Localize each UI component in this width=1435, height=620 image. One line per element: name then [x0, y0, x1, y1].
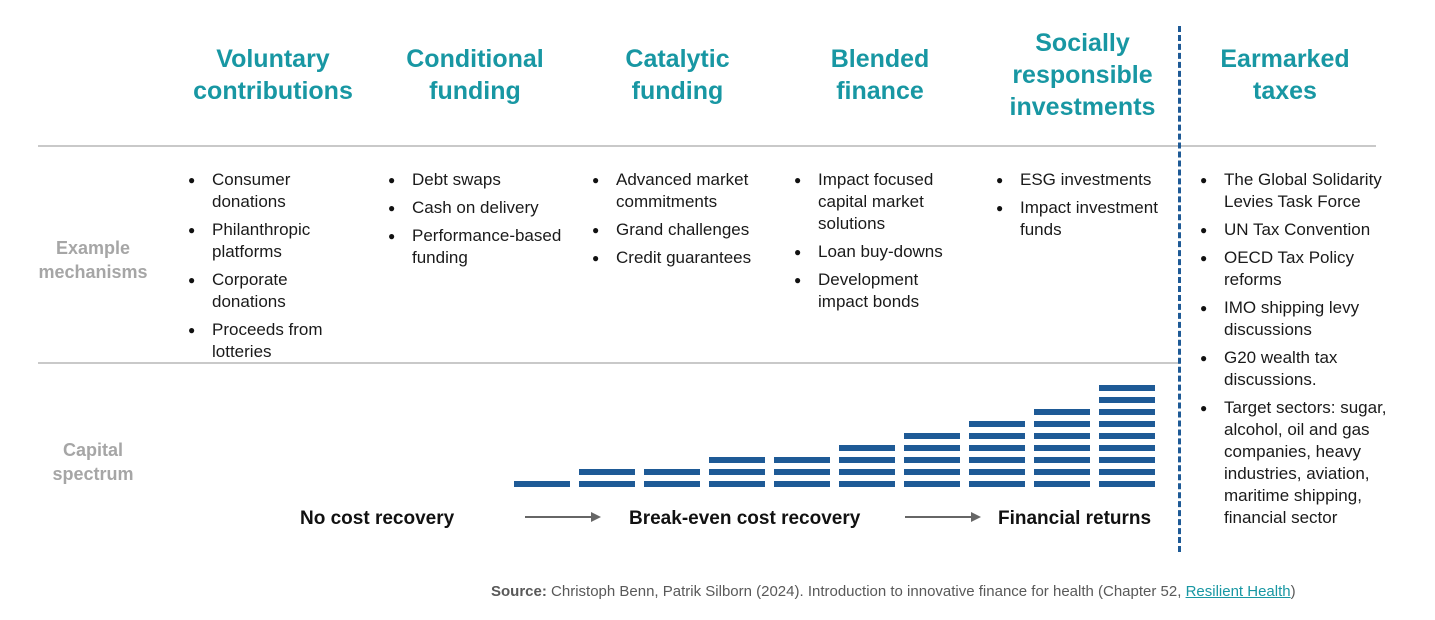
- bar-segment: [1034, 433, 1090, 439]
- column-header-earmarked: Earmarked taxes: [1220, 45, 1350, 105]
- bar-segment: [709, 481, 765, 487]
- bar-segment: [839, 457, 895, 463]
- source-text: Christoph Benn, Patrik Silborn (2024). I…: [551, 583, 1186, 600]
- bar-segment: [969, 457, 1025, 463]
- row-label-capital: Capital spectrum: [52, 440, 134, 484]
- list-item: OECD Tax Policy reforms: [1200, 247, 1405, 291]
- taxes-divider: [1178, 26, 1181, 552]
- row-label-mechanisms: Example mechanisms: [38, 238, 148, 282]
- column-header-conditional: Conditional funding: [406, 45, 544, 105]
- list-item: Consumer donations: [188, 169, 348, 213]
- bar-segment: [1099, 385, 1155, 391]
- source-note: Source: Christoph Benn, Patrik Silborn (…: [491, 583, 1296, 600]
- list-item: Proceeds from lotteries: [188, 319, 348, 363]
- bar-segment: [709, 457, 765, 463]
- list-item: Debt swaps: [388, 169, 563, 191]
- bar-segment: [1099, 397, 1155, 403]
- bar-segment: [969, 469, 1025, 475]
- bar-segment: [1099, 421, 1155, 427]
- bar-segment: [839, 445, 895, 451]
- stage-no-cost-recovery: No cost recovery: [300, 508, 455, 529]
- list-item: Corporate donations: [188, 269, 348, 313]
- list-item: Impact investment funds: [996, 197, 1176, 241]
- arrow-right-icon: [905, 512, 981, 522]
- bar-segment: [1099, 457, 1155, 463]
- bar-segment: [969, 445, 1025, 451]
- list-item: Grand challenges: [592, 219, 777, 241]
- source-close: ): [1290, 583, 1296, 600]
- bar-segment: [904, 469, 960, 475]
- bar-segment: [1034, 457, 1090, 463]
- bar-segment: [1034, 421, 1090, 427]
- bar-segment: [839, 481, 895, 487]
- bar-segment: [1099, 445, 1155, 451]
- bar-segment: [1034, 409, 1090, 415]
- bar-segment: [904, 481, 960, 487]
- column-header-catalytic: Catalytic funding: [625, 45, 730, 105]
- list-item: Target sectors: sugar, alcohol, oil and …: [1200, 397, 1405, 529]
- bar-segment: [969, 421, 1025, 427]
- bar-segment: [774, 469, 830, 475]
- bar-segment: [904, 445, 960, 451]
- bar-segment: [644, 469, 700, 475]
- list-item: Impact focused capital market solutions: [794, 169, 969, 235]
- mechanisms-divider: [38, 362, 1180, 364]
- bar-segment: [579, 481, 635, 487]
- header-divider: [38, 145, 1376, 147]
- list-item: Credit guarantees: [592, 247, 777, 269]
- list-item: Performance-based funding: [388, 225, 563, 269]
- bar-segment: [709, 469, 765, 475]
- source-label: Source:: [491, 583, 547, 600]
- bar-segment: [1034, 469, 1090, 475]
- column-header-blended: Blended finance: [830, 45, 930, 105]
- list-item: Cash on delivery: [388, 197, 563, 219]
- bar-segment: [904, 457, 960, 463]
- bar-segment: [579, 469, 635, 475]
- bar-segment: [644, 481, 700, 487]
- bar-segment: [1099, 409, 1155, 415]
- mechanism-list-voluntary: Consumer donations Philanthropic platfor…: [188, 169, 348, 369]
- bar-segment: [904, 433, 960, 439]
- bar-segment: [1034, 445, 1090, 451]
- stage-financial-returns: Financial returns: [998, 508, 1152, 529]
- list-item: Loan buy-downs: [794, 241, 969, 263]
- stage-break-even: Break-even cost recovery: [629, 508, 861, 529]
- bar-segment: [839, 469, 895, 475]
- list-item: Development impact bonds: [794, 269, 969, 313]
- bar-segment: [774, 481, 830, 487]
- list-item: ESG investments: [996, 169, 1176, 191]
- bar-segment: [514, 481, 570, 487]
- list-item: UN Tax Convention: [1200, 219, 1405, 241]
- list-item: IMO shipping levy discussions: [1200, 297, 1405, 341]
- column-header-voluntary: Voluntary contributions: [193, 45, 353, 105]
- list-item: The Global Solidarity Levies Task Force: [1200, 169, 1405, 213]
- mechanism-list-catalytic: Advanced market commitments Grand challe…: [592, 169, 777, 275]
- mechanism-list-conditional: Debt swaps Cash on delivery Performance-…: [388, 169, 563, 275]
- column-header-socially-responsible: Socially responsible investments: [1009, 29, 1156, 121]
- bar-segment: [774, 457, 830, 463]
- mechanism-list-socially-responsible: ESG investments Impact investment funds: [996, 169, 1176, 247]
- bar-segment: [1099, 469, 1155, 475]
- bar-segment: [969, 433, 1025, 439]
- bar-segment: [1099, 481, 1155, 487]
- arrow-right-icon: [525, 512, 601, 522]
- bar-segment: [1034, 481, 1090, 487]
- mechanism-list-earmarked: The Global Solidarity Levies Task Force …: [1200, 169, 1405, 535]
- list-item: G20 wealth tax discussions.: [1200, 347, 1405, 391]
- bar-segment: [969, 481, 1025, 487]
- source-link[interactable]: Resilient Health: [1185, 583, 1291, 600]
- list-item: Philanthropic platforms: [188, 219, 348, 263]
- list-item: Advanced market commitments: [592, 169, 777, 213]
- mechanism-list-blended: Impact focused capital market solutions …: [794, 169, 969, 319]
- bar-segment: [1099, 433, 1155, 439]
